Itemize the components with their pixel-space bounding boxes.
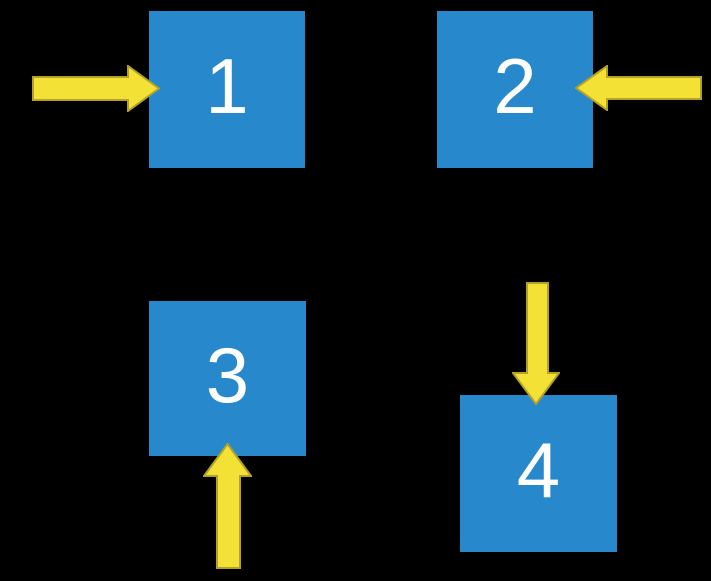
- box-2-label: 2: [493, 41, 537, 130]
- numbered-box-3: 3: [149, 301, 306, 456]
- numbered-box-2: 2: [437, 11, 593, 168]
- arrow-up-shape: [203, 443, 252, 569]
- arrow-up-icon: [203, 443, 252, 569]
- box-1-label: 1: [205, 41, 249, 130]
- arrow-down-icon: [512, 282, 560, 405]
- numbered-box-1: 1: [149, 11, 305, 168]
- numbered-box-4: 4: [460, 395, 617, 552]
- arrow-left-shape: [575, 65, 702, 111]
- arrow-right-icon: [32, 65, 160, 112]
- box-4-label: 4: [516, 425, 561, 514]
- box-3-label: 3: [205, 330, 250, 419]
- arrow-down-shape: [512, 282, 560, 405]
- arrow-left-icon: [575, 65, 702, 111]
- arrow-right-shape: [32, 65, 160, 112]
